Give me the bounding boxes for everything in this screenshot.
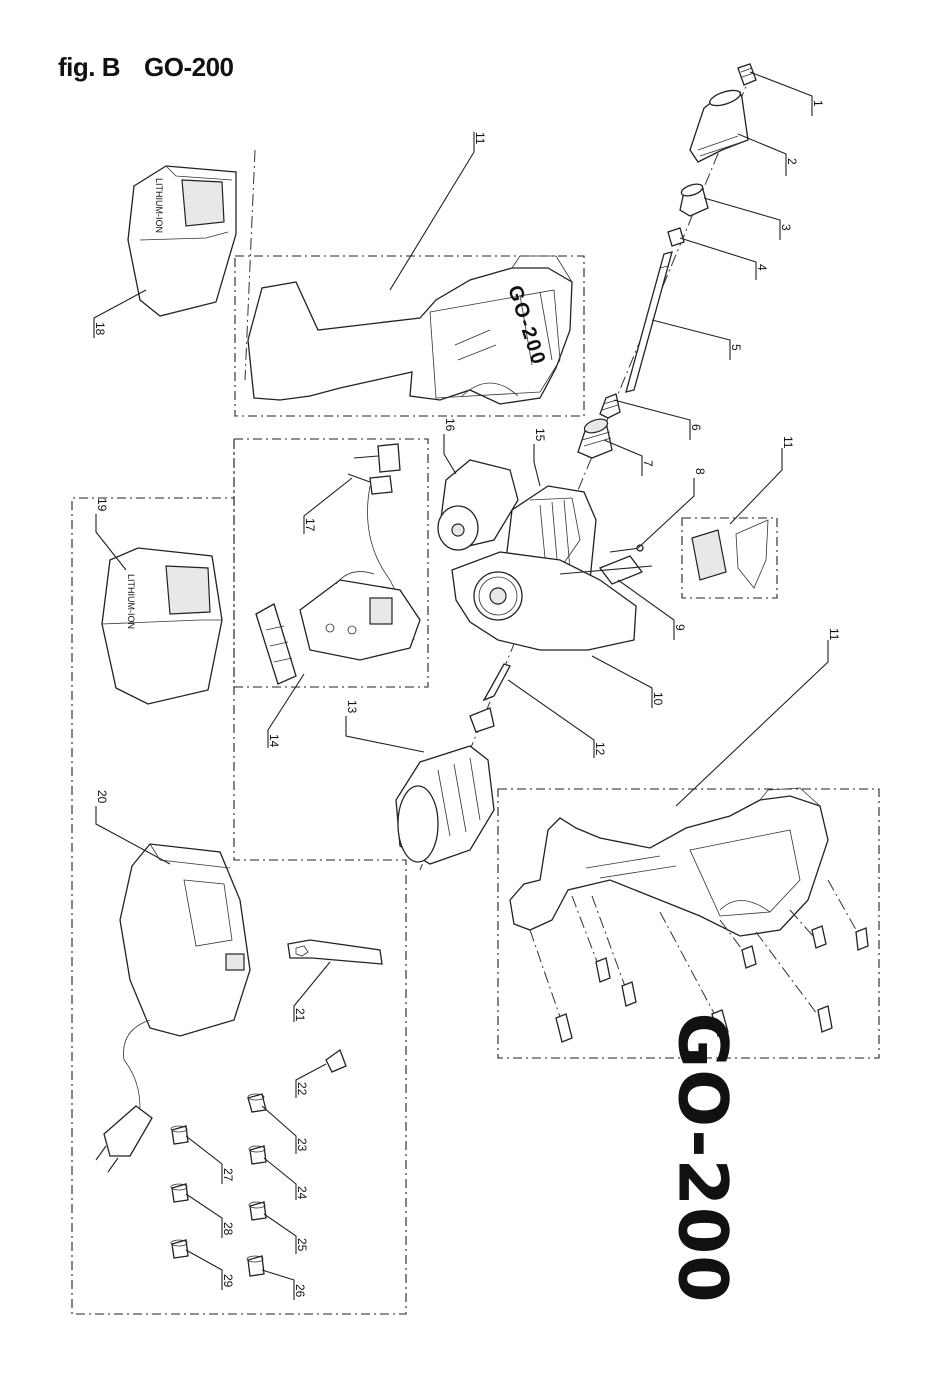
part-8-screw bbox=[610, 545, 643, 552]
part-label-5: 5 bbox=[729, 344, 743, 351]
part-label-18: 18 bbox=[93, 322, 107, 336]
part-11-small-parts bbox=[692, 520, 768, 588]
part-label-11-small: 11 bbox=[781, 436, 795, 449]
part-21-hex-key bbox=[288, 940, 382, 964]
part-23-tip bbox=[248, 1094, 266, 1112]
part-5-shaft bbox=[626, 252, 672, 392]
part-20-charger bbox=[120, 844, 250, 1108]
part-3-ring bbox=[680, 182, 708, 216]
part-4-nut bbox=[668, 228, 684, 246]
part-25-tip bbox=[249, 1202, 266, 1220]
part-label-9: 9 bbox=[673, 624, 687, 631]
part-11-lower-housing bbox=[510, 788, 828, 936]
part-label-16: 16 bbox=[443, 418, 457, 432]
part-label-4: 4 bbox=[755, 264, 769, 271]
part-19-battery: LITHIUM-ION bbox=[102, 548, 222, 704]
part-28-tip bbox=[171, 1184, 188, 1202]
part-label-8: 8 bbox=[693, 468, 707, 475]
part-18-battery: LITHIUM-ION bbox=[128, 166, 236, 316]
part-29-tip bbox=[171, 1240, 188, 1258]
part-label-10: 10 bbox=[651, 692, 665, 706]
part-label-23: 23 bbox=[295, 1138, 309, 1152]
part-label-13: 13 bbox=[345, 700, 359, 714]
part-26-tip bbox=[247, 1256, 264, 1276]
model-name-text: GO-200 bbox=[663, 1012, 742, 1303]
part-label-15: 15 bbox=[533, 428, 547, 442]
part-label-28: 28 bbox=[221, 1222, 235, 1236]
battery-label-side: LITHIUM-ION bbox=[126, 574, 136, 629]
part-label-11-lower: 11 bbox=[827, 628, 841, 641]
power-plug bbox=[96, 1106, 152, 1172]
part-label-1: 1 bbox=[811, 100, 825, 107]
part-label-22: 22 bbox=[295, 1082, 309, 1096]
part-14-pcb bbox=[256, 572, 420, 684]
part-6-connector bbox=[600, 394, 620, 418]
part-label-14: 14 bbox=[267, 734, 281, 748]
part-label-26: 26 bbox=[293, 1284, 307, 1298]
part-7-coupling bbox=[578, 417, 612, 458]
part-label-3: 3 bbox=[779, 224, 793, 231]
part-13-sleeve bbox=[396, 746, 494, 864]
part-2-tube bbox=[690, 87, 748, 162]
part-label-21: 21 bbox=[293, 1008, 307, 1022]
part-label-11-upper: 11 bbox=[473, 132, 487, 145]
part-27-tip bbox=[171, 1126, 188, 1144]
part-16-motor bbox=[438, 460, 518, 550]
part-label-24: 24 bbox=[295, 1186, 309, 1200]
part-label-29: 29 bbox=[221, 1274, 235, 1288]
part-12-spindle bbox=[470, 664, 510, 732]
part-11-upper-housing: GO-200 bbox=[248, 256, 572, 404]
part-24-tip bbox=[249, 1146, 266, 1164]
part-1-tip bbox=[738, 64, 756, 85]
part-label-7: 7 bbox=[641, 460, 655, 467]
part-22-tip bbox=[326, 1050, 346, 1072]
part-label-17: 17 bbox=[303, 518, 317, 532]
part-label-25: 25 bbox=[295, 1238, 309, 1252]
part-label-20: 20 bbox=[95, 790, 109, 804]
part-label-19: 19 bbox=[95, 498, 109, 512]
battery-label-top: LITHIUM-ION bbox=[154, 178, 164, 233]
part-label-12: 12 bbox=[593, 742, 607, 756]
model-name-vertical: GO-200 bbox=[662, 1058, 742, 1258]
part-label-2: 2 bbox=[785, 158, 799, 165]
part-label-6: 6 bbox=[689, 424, 703, 431]
part-label-27: 27 bbox=[221, 1168, 235, 1182]
